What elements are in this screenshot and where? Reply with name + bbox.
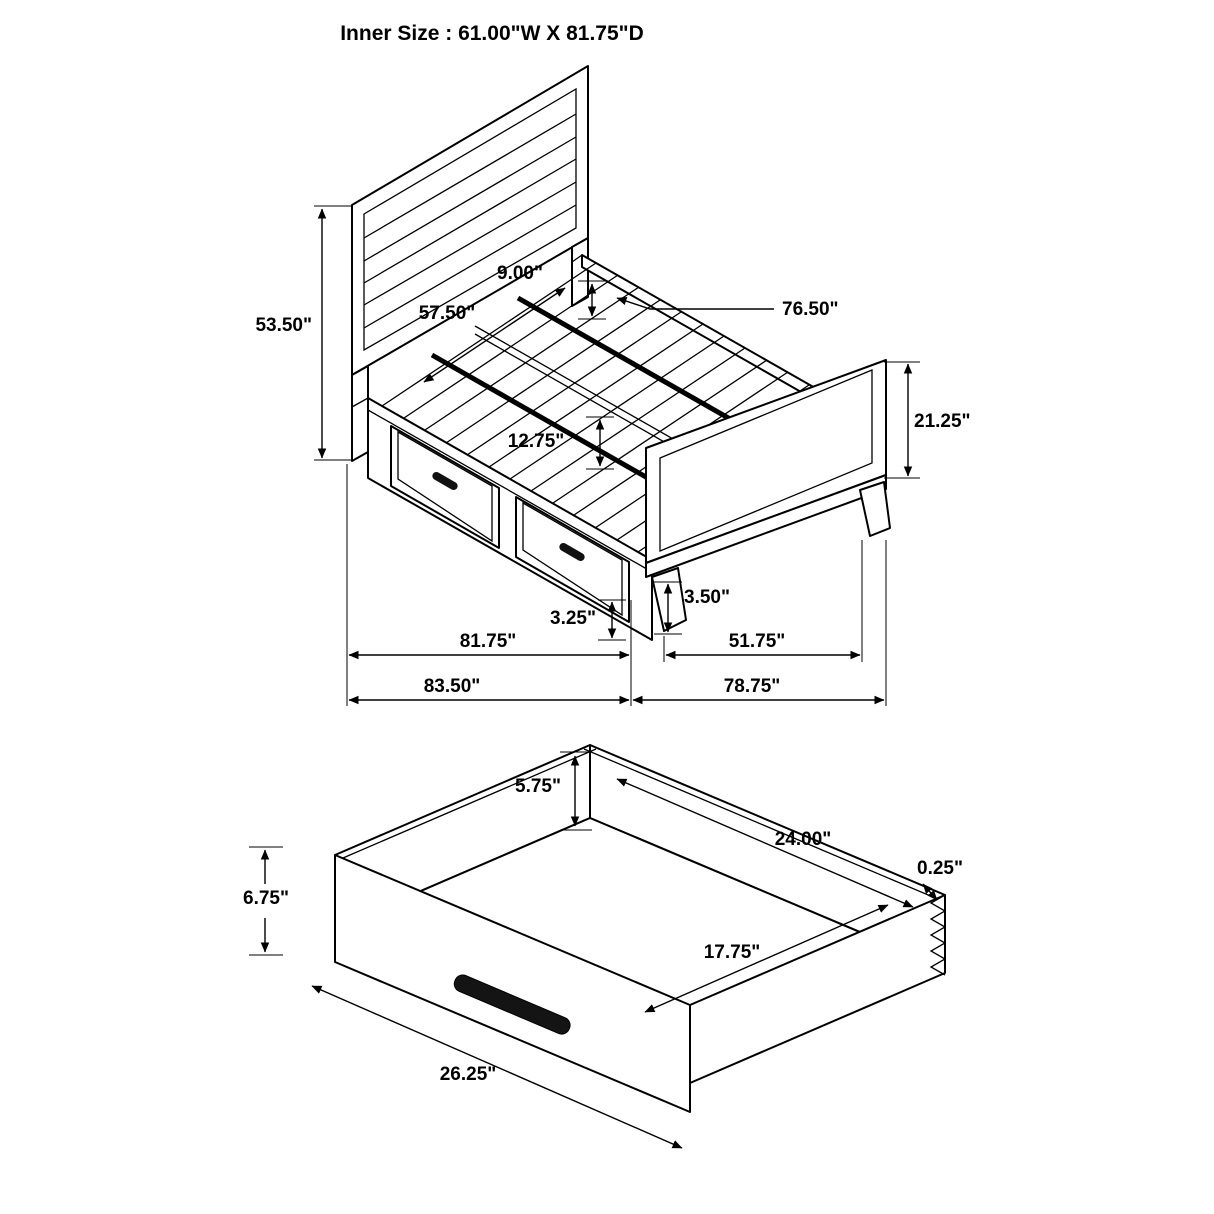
- front-side-rail: [367, 397, 653, 641]
- dim-front-width: 26.25": [311, 985, 683, 1149]
- bed-drawing: [351, 65, 891, 641]
- drawer-dimensions: 5.75" 24.00" 0.25" 6.75" 17.75" 26.25": [243, 751, 963, 1149]
- front-rail-lip: [367, 409, 653, 573]
- headboard-rail-joint: [351, 254, 583, 408]
- tick: [654, 581, 682, 635]
- dim-support-rail-length: 76.50": [616, 296, 839, 320]
- footboard-back-leg: [859, 481, 891, 537]
- headboard-slats: [363, 113, 577, 329]
- dim-label-support-rail-length: 76.50": [782, 299, 839, 320]
- tick: [560, 751, 592, 831]
- dim-headboard-gap: 9.00": [497, 263, 606, 320]
- dim-footboard-leg-height: 3.50": [654, 581, 730, 635]
- page-title: Inner Size : 61.00"W X 81.75"D: [340, 22, 644, 45]
- dim-label-under-bed-clearance: 12.75": [508, 431, 565, 452]
- dim-label-footboard-height: 21.25": [914, 411, 971, 432]
- dim-headboard-height: 53.50": [255, 205, 352, 461]
- dim-label-slat-width: 57.50": [419, 303, 476, 324]
- dim-rail-floor-clearance: 3.25": [550, 599, 626, 641]
- tick: [884, 361, 920, 479]
- leader: [616, 296, 774, 310]
- dim-drawer-inner-depth: 24.00": [616, 778, 914, 908]
- dim-label-headboard-height: 53.50": [255, 315, 312, 336]
- dim-inner-depth: 81.75": [348, 631, 630, 660]
- tick: [249, 846, 283, 956]
- arrow: [616, 778, 914, 908]
- arrow: [922, 883, 938, 901]
- footboard-bottom-band: [645, 474, 887, 578]
- footboard-inner-frame: [659, 369, 873, 552]
- dim-front-height: 6.75": [243, 846, 289, 956]
- dim-label-rail-floor-clearance: 3.25": [550, 608, 596, 629]
- dim-overall-width: 78.75": [632, 676, 885, 705]
- dovetail-joints: [929, 894, 947, 976]
- dim-label-drawer-inner-width: 17.75": [704, 942, 761, 963]
- dim-overall-depth: 83.50": [348, 676, 630, 705]
- dim-label-headboard-gap: 9.00": [497, 263, 543, 284]
- headboard-left-leg: [351, 365, 369, 462]
- drawer-drawing: [334, 744, 947, 1113]
- storage-drawer-1-inner: [397, 430, 493, 543]
- arrow: [644, 904, 889, 1013]
- dim-label-back-panel-height: 5.75": [515, 776, 561, 797]
- dim-label-overall-width: 78.75": [724, 676, 781, 697]
- dim-label-drawer-inner-depth: 24.00": [775, 829, 832, 850]
- tick: [598, 599, 626, 641]
- tick: [314, 205, 352, 461]
- headboard-right-post: [571, 237, 589, 307]
- bed-dimensions: 53.50" 9.00" 57.50" 76.50" 21.25" 12.75": [255, 205, 971, 706]
- dim-label-front-height: 6.75": [243, 888, 289, 909]
- arrow: [311, 985, 683, 1149]
- dim-panel-thickness: 0.25": [917, 858, 963, 901]
- dim-label-panel-thickness: 0.25": [917, 858, 963, 879]
- dim-label-overall-depth: 83.50": [424, 676, 481, 697]
- footboard-front-leg: [651, 567, 687, 632]
- dim-label-front-width: 26.25": [440, 1064, 497, 1085]
- storage-drawer-1: [390, 425, 500, 549]
- storage-drawer-2-inner: [522, 501, 623, 617]
- dim-back-panel-height: 5.75": [515, 751, 592, 831]
- dim-under-bed-clearance: 12.75": [508, 416, 614, 470]
- tick: [578, 280, 606, 320]
- dim-label-footboard-leg-height: 3.50": [684, 587, 730, 608]
- dim-label-inner-depth: 81.75": [460, 631, 517, 652]
- drawer-2-handle: [559, 543, 585, 561]
- drawer-1-handle: [432, 472, 458, 490]
- dim-footboard-height: 21.25": [884, 361, 971, 479]
- dim-drawer-inner-width: 17.75": [644, 904, 889, 1013]
- arrow: [423, 287, 566, 383]
- dim-slat-width: 57.50": [419, 287, 566, 383]
- dim-footboard-span: 51.75": [665, 631, 861, 660]
- dim-label-footboard-span: 51.75": [729, 631, 786, 652]
- extension-lines: [346, 464, 887, 706]
- tick: [586, 416, 614, 470]
- storage-drawer-2: [515, 496, 630, 623]
